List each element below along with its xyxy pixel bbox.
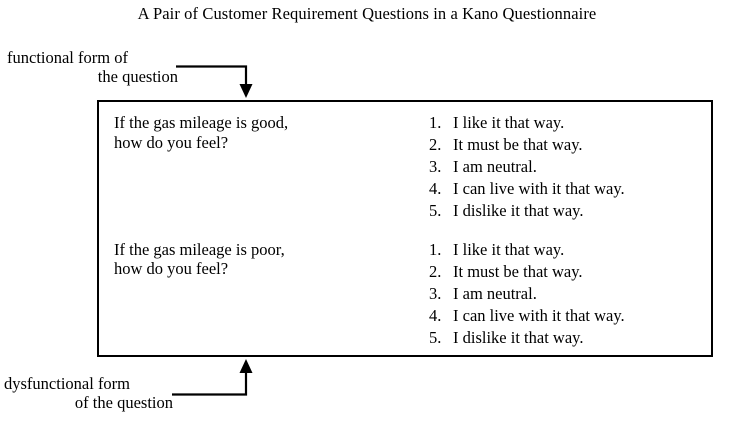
table-row: If the gas mileage is good, how do you f…	[99, 102, 711, 229]
answer-number: 2.	[429, 261, 442, 281]
arrowhead-down-icon	[239, 84, 253, 98]
answer-number: 5.	[429, 201, 442, 220]
annotation-dysfunctional-form: dysfunctional form of the question	[4, 374, 174, 412]
answer-number: 4.	[429, 179, 442, 198]
answer-option: 4. I can live with it that way.	[391, 178, 711, 200]
answer-text: It must be that way.	[453, 261, 583, 281]
question-text-functional: If the gas mileage is good, how do you f…	[114, 113, 391, 152]
leader-line-functional	[176, 65, 248, 88]
answer-list-functional: 1. I like it that way. 2. It must be that …	[391, 112, 711, 222]
answer-number: 2.	[429, 135, 442, 154]
answer-text: I can live with it that way.	[453, 305, 625, 325]
leader-line-dysfunctional	[172, 371, 248, 396]
answer-option: 2. It must be that way.	[391, 134, 711, 156]
question-line-1: If the gas mileage is good,	[114, 113, 289, 132]
answer-text: I like it that way.	[453, 113, 565, 132]
kano-questionnaire-table: If the gas mileage is good, how do you f…	[97, 100, 713, 357]
answer-number: 3.	[429, 157, 442, 176]
answer-option: 1. I like it that way.	[391, 239, 711, 261]
answer-option: 3. I am neutral.	[391, 156, 711, 178]
answer-option: 2. It must be that way.	[391, 261, 711, 283]
question-cell-dysfunctional: If the gas mileage is poor, how do you f…	[99, 229, 391, 356]
question-line-2: how do you feel?	[114, 259, 229, 278]
arrowhead-up-icon	[239, 359, 253, 373]
answer-number: 5.	[429, 327, 442, 347]
answer-text: I am neutral.	[453, 157, 537, 176]
figure-title: A Pair of Customer Requirement Questions…	[137, 4, 597, 23]
annotation-dysfunctional-line-2: of the question	[74, 393, 173, 412]
table-row: If the gas mileage is poor, how do you f…	[99, 229, 711, 356]
answer-option: 5. I dislike it that way.	[391, 327, 711, 349]
answer-option: 3. I am neutral.	[391, 283, 711, 305]
question-line-2: how do you feel?	[114, 132, 229, 152]
answer-text: I can live with it that way.	[453, 179, 625, 198]
answer-list-dysfunctional: 1. I like it that way. 2. It must be that …	[391, 239, 711, 349]
answer-option: 4. I can live with it that way.	[391, 305, 711, 327]
answer-text: I am neutral.	[453, 283, 537, 303]
answer-number: 4.	[429, 305, 442, 325]
answers-cell-dysfunctional: 1. I like it that way. 2. It must be that …	[391, 229, 711, 356]
answer-text: I dislike it that way.	[453, 327, 584, 347]
answer-option: 5. I dislike it that way.	[391, 200, 711, 222]
answers-cell-functional: 1. I like it that way. 2. It must be that …	[391, 102, 711, 229]
answer-number: 3.	[429, 283, 442, 303]
annotation-functional-form: functional form of the question	[7, 48, 179, 86]
annotation-dysfunctional-line-1: dysfunctional form	[4, 374, 131, 393]
annotation-functional-line-1: functional form of	[7, 48, 128, 67]
answer-number: 1.	[429, 113, 442, 132]
answer-number: 1.	[429, 239, 442, 259]
answer-option: 1. I like it that way.	[391, 112, 711, 134]
answer-text: I dislike it that way.	[453, 201, 584, 220]
answer-text: I like it that way.	[453, 239, 565, 259]
question-cell-functional: If the gas mileage is good, how do you f…	[99, 102, 391, 229]
answer-text: It must be that way.	[453, 135, 583, 154]
question-text-dysfunctional: If the gas mileage is poor, how do you f…	[114, 240, 391, 279]
annotation-functional-line-2: the question	[97, 67, 178, 86]
question-line-1: If the gas mileage is poor,	[114, 239, 285, 259]
